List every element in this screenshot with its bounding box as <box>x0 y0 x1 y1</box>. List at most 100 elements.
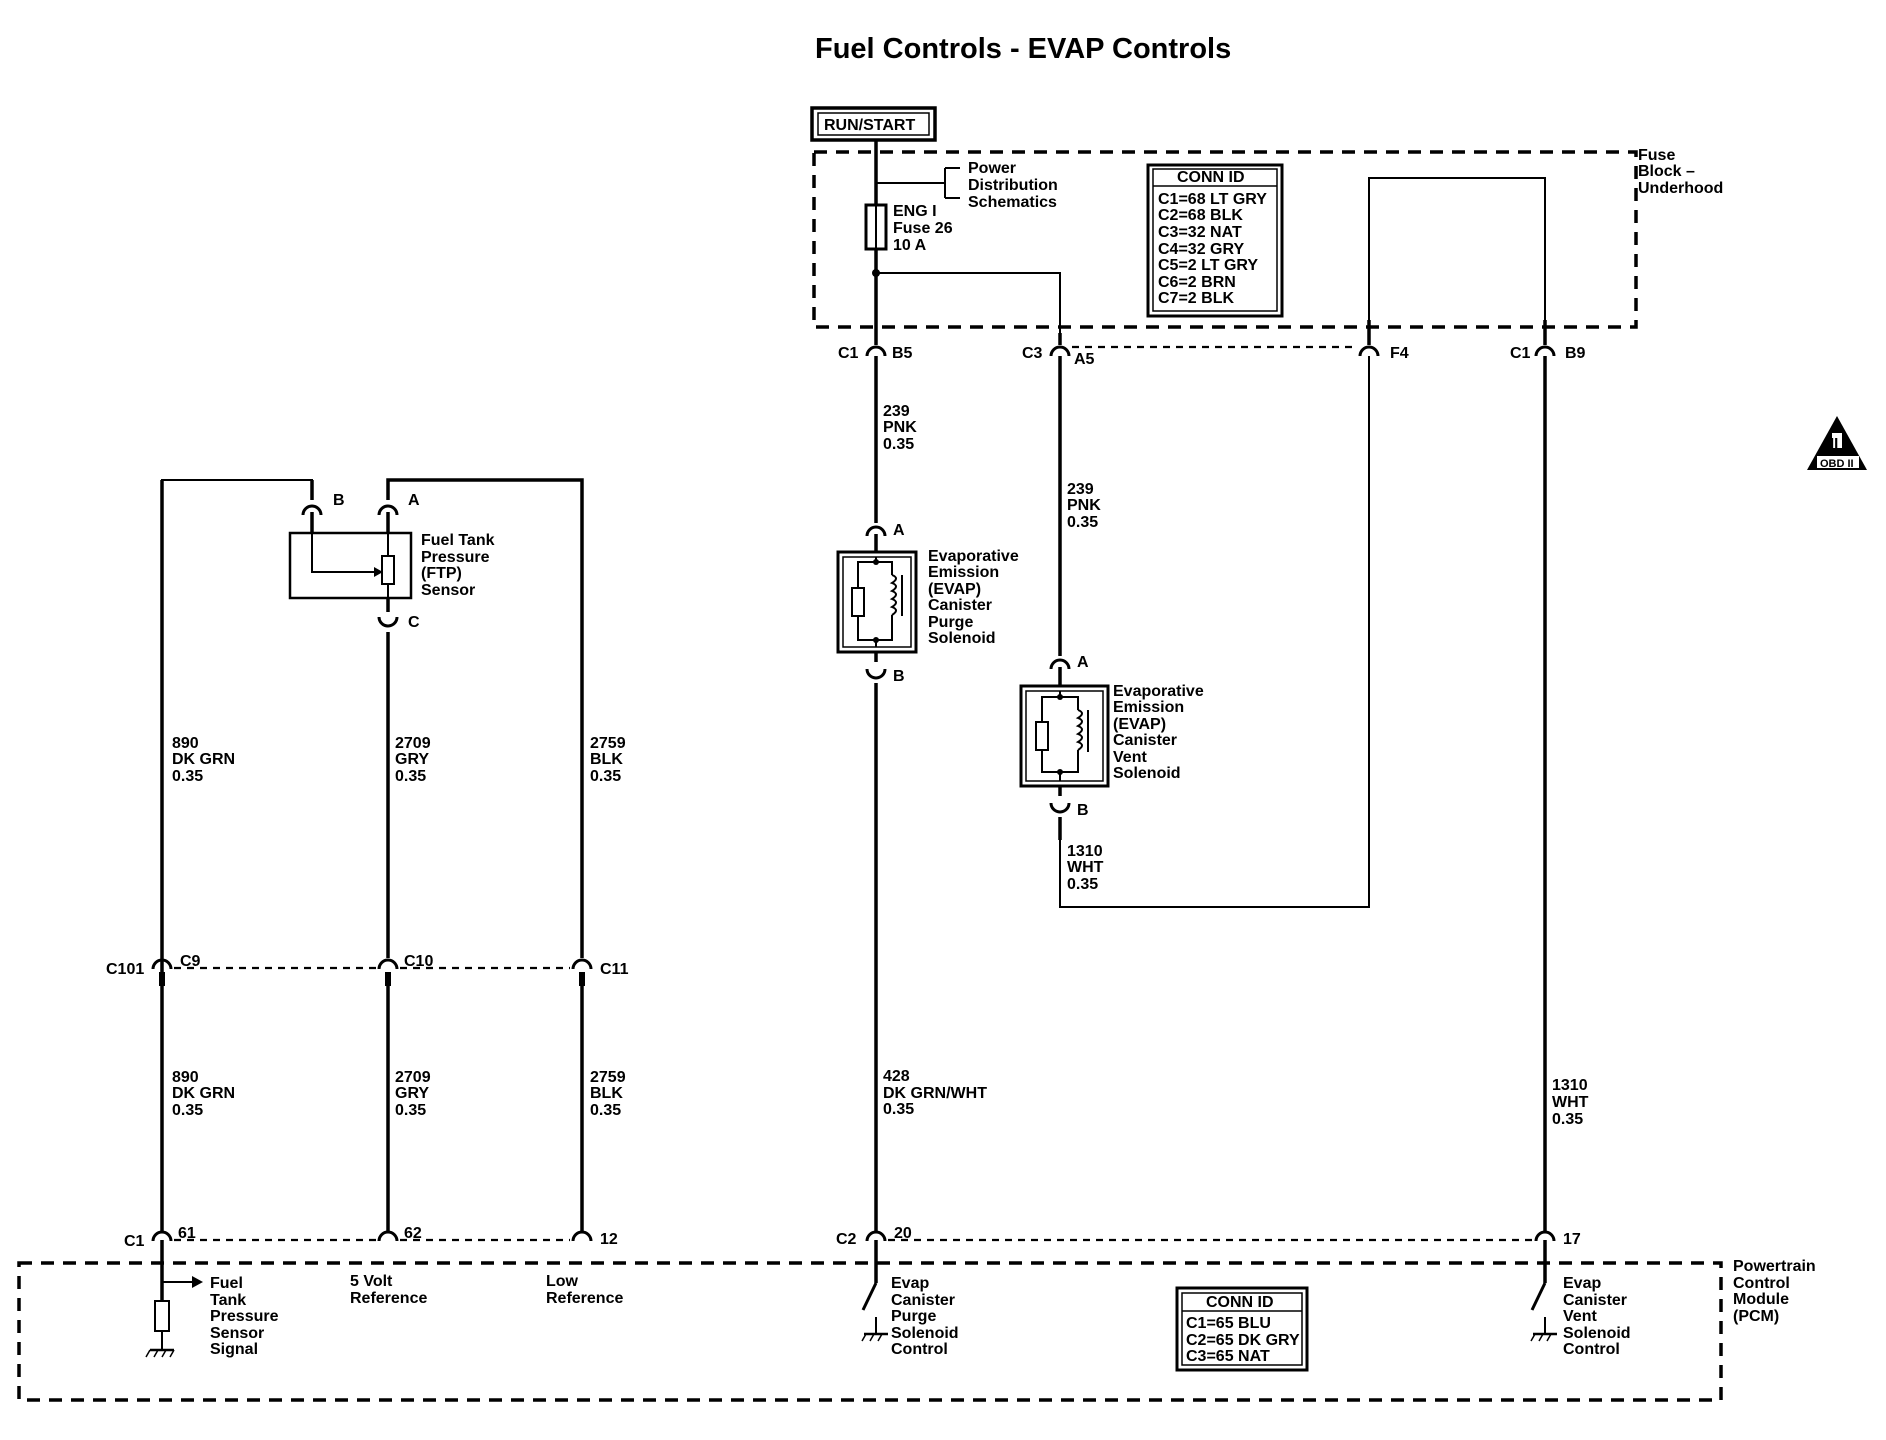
pcm-low-reference-label: Low Reference <box>546 1273 623 1307</box>
svg-text:PNK: PNK <box>883 419 917 436</box>
svg-text:12: 12 <box>600 1231 618 1248</box>
svg-text:Canister: Canister <box>1563 1292 1627 1309</box>
svg-text:Control: Control <box>1733 1275 1790 1292</box>
svg-text:A: A <box>1077 654 1089 671</box>
svg-text:C3: C3 <box>1022 345 1043 362</box>
svg-text:C101: C101 <box>106 961 144 978</box>
svg-text:C10: C10 <box>404 953 433 970</box>
wire-890-label-b: 890 DK GRN 0.35 <box>172 1069 235 1119</box>
svg-text:Signal: Signal <box>210 1341 258 1358</box>
splice-to-c3-wire <box>876 272 1061 333</box>
vent-solenoid: A B <box>1019 654 1110 819</box>
svg-text:(EVAP): (EVAP) <box>928 581 981 598</box>
wire-2759-label-b: 2759 BLK 0.35 <box>590 1069 626 1119</box>
svg-text:A: A <box>408 492 420 509</box>
svg-text:C1: C1 <box>838 345 859 362</box>
wire-2709-label-a: 2709 GRY 0.35 <box>395 735 431 785</box>
svg-text:C11: C11 <box>600 961 629 978</box>
svg-text:10 A: 10 A <box>893 237 927 254</box>
svg-text:B: B <box>333 492 345 509</box>
svg-text:2759: 2759 <box>590 1069 626 1086</box>
obd-ii-badge: II OBD II <box>1807 416 1867 470</box>
svg-text:Vent: Vent <box>1113 749 1147 766</box>
svg-text:0.35: 0.35 <box>395 1102 426 1119</box>
svg-text:20: 20 <box>894 1225 912 1242</box>
run-start-label: RUN/START <box>824 117 915 134</box>
svg-text:0.35: 0.35 <box>883 1101 914 1118</box>
svg-text:0.35: 0.35 <box>590 1102 621 1119</box>
svg-text:Pressure: Pressure <box>421 549 490 566</box>
svg-text:Emission: Emission <box>928 564 999 581</box>
svg-text:0.35: 0.35 <box>1067 876 1098 893</box>
svg-text:C1=68 LT GRY: C1=68 LT GRY <box>1158 191 1267 208</box>
svg-text:Reference: Reference <box>546 1290 623 1307</box>
fuse-block-loop-wire <box>1368 177 1546 340</box>
svg-text:DK GRN: DK GRN <box>172 751 235 768</box>
svg-text:17: 17 <box>1563 1231 1581 1248</box>
svg-text:Module: Module <box>1733 1291 1789 1308</box>
wire-1310-label-b: 1310 WHT 0.35 <box>1552 1077 1589 1128</box>
svg-text:890: 890 <box>172 1069 199 1086</box>
svg-text:WHT: WHT <box>1552 1094 1589 1111</box>
svg-text:C2: C2 <box>836 1231 857 1248</box>
purge-solenoid: A B <box>836 522 918 685</box>
svg-text:Underhood: Underhood <box>1638 180 1723 197</box>
svg-text:Sensor: Sensor <box>210 1325 264 1342</box>
svg-text:428: 428 <box>883 1068 910 1085</box>
svg-text:(PCM): (PCM) <box>1733 1308 1779 1325</box>
svg-text:DK GRN/WHT: DK GRN/WHT <box>883 1085 987 1102</box>
svg-text:0.35: 0.35 <box>172 768 203 785</box>
pcm-purge-control-switch <box>861 1240 888 1342</box>
svg-text:2759: 2759 <box>590 735 626 752</box>
ftp-sensor-label: Fuel Tank Pressure (FTP) Sensor <box>421 532 495 599</box>
svg-text:Schematics: Schematics <box>968 194 1057 211</box>
svg-text:Canister: Canister <box>928 597 992 614</box>
run-start-box: RUN/START <box>810 106 937 142</box>
svg-text:1310: 1310 <box>1552 1077 1588 1094</box>
svg-text:B5: B5 <box>892 345 913 362</box>
pcm-ftp-signal-circuit <box>145 1240 203 1358</box>
wire-1310-vent-return <box>1059 356 1370 908</box>
svg-text:B: B <box>893 668 905 685</box>
svg-text:C7=2 BLK: C7=2 BLK <box>1158 290 1234 307</box>
svg-text:Emission: Emission <box>1113 699 1184 716</box>
svg-text:Vent: Vent <box>1563 1308 1597 1325</box>
pcm-label: Powertrain Control Module (PCM) <box>1733 1258 1816 1325</box>
svg-text:Power: Power <box>968 160 1016 177</box>
svg-text:Sensor: Sensor <box>421 582 475 599</box>
svg-text:DK GRN: DK GRN <box>172 1085 235 1102</box>
pcm-purge-control-label: Evap Canister Purge Solenoid Control <box>891 1275 959 1358</box>
svg-text:Solenoid: Solenoid <box>1113 765 1181 782</box>
svg-text:Low: Low <box>546 1273 579 1290</box>
svg-text:Solenoid: Solenoid <box>1563 1325 1631 1342</box>
svg-text:Solenoid: Solenoid <box>891 1325 959 1342</box>
pcm-5v-reference-label: 5 Volt Reference <box>350 1273 427 1307</box>
svg-text:5 Volt: 5 Volt <box>350 1273 393 1290</box>
svg-text:Powertrain: Powertrain <box>1733 1258 1816 1275</box>
svg-text:0.35: 0.35 <box>1067 514 1098 531</box>
wire-239-label-b: 239 PNK 0.35 <box>1067 481 1101 531</box>
svg-text:Pressure: Pressure <box>210 1308 279 1325</box>
svg-text:(FTP): (FTP) <box>421 565 462 582</box>
svg-text:II: II <box>1830 435 1838 452</box>
fuse-icon <box>864 203 888 251</box>
connector-c1-b5: C1 B5 <box>838 345 913 362</box>
svg-text:0.35: 0.35 <box>883 436 914 453</box>
svg-text:F4: F4 <box>1390 345 1409 362</box>
svg-text:Fuse 26: Fuse 26 <box>893 220 953 237</box>
svg-text:Purge: Purge <box>891 1308 936 1325</box>
svg-text:OBD II: OBD II <box>1820 458 1854 470</box>
svg-text:0.35: 0.35 <box>1552 1111 1583 1128</box>
pcm-vent-control-switch <box>1530 1240 1557 1342</box>
svg-text:C9: C9 <box>180 953 201 970</box>
svg-text:C1=65 BLU: C1=65 BLU <box>1186 1315 1271 1332</box>
ftp-sensor: B A C <box>288 492 420 631</box>
connector-f4: F4 <box>1358 345 1409 362</box>
svg-text:GRY: GRY <box>395 751 429 768</box>
svg-text:0.35: 0.35 <box>590 768 621 785</box>
svg-text:Tank: Tank <box>210 1292 246 1309</box>
svg-text:Purge: Purge <box>928 614 973 631</box>
svg-text:ENG I: ENG I <box>893 203 937 220</box>
connector-c1-b9: C1 B9 <box>1510 345 1586 362</box>
